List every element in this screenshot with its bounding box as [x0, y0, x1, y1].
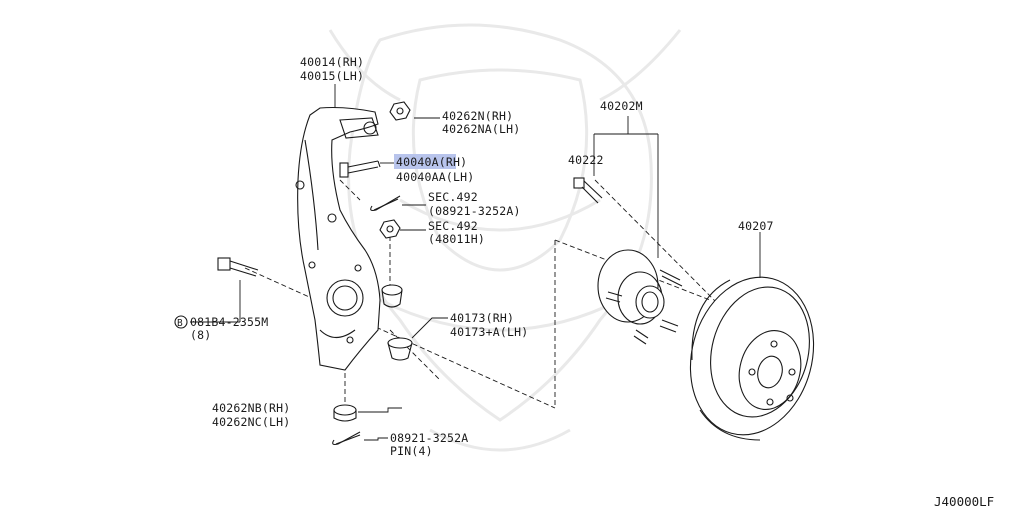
pin-08921	[332, 431, 361, 446]
circle-b-icon	[174, 315, 188, 329]
label-40262nc[interactable]: 40262NC(LH)	[212, 415, 290, 429]
label-40040aa[interactable]: 40040AA(LH)	[396, 170, 474, 184]
diagram-code: J40000LF	[934, 494, 994, 509]
label-40262n[interactable]: 40262N(RH)	[442, 109, 513, 123]
label-sec492-b-code[interactable]: (48011H)	[428, 232, 485, 246]
watermark-logo	[328, 23, 682, 452]
label-sec492-a[interactable]: SEC.492	[428, 190, 478, 204]
bolt-40040a	[339, 160, 381, 178]
label-08921[interactable]: 08921-3252A	[390, 431, 468, 445]
brake-rotor-40207	[689, 276, 815, 441]
label-sec492-b[interactable]: SEC.492	[428, 219, 478, 233]
label-40040a[interactable]: 40040A(RH)	[396, 155, 467, 169]
label-40262na[interactable]: 40262NA(LH)	[442, 122, 520, 136]
label-081b4-qty: (8)	[190, 328, 211, 342]
label-40207[interactable]: 40207	[738, 219, 774, 233]
cotter-pin-sec492	[370, 195, 401, 212]
hub-bolt-40222	[573, 177, 603, 204]
bushing-40173	[387, 337, 413, 361]
nut-40262nb	[333, 404, 357, 422]
label-40015[interactable]: 40015(LH)	[300, 69, 364, 83]
hub-assembly-40202m	[597, 249, 683, 345]
nut-40262n	[389, 101, 411, 121]
label-40014[interactable]: 40014(RH)	[300, 55, 364, 69]
bolt-081b4	[217, 257, 259, 277]
label-40222[interactable]: 40222	[568, 153, 604, 167]
label-pin: PIN(4)	[390, 444, 433, 458]
label-40262nb[interactable]: 40262NB(RH)	[212, 401, 290, 415]
label-40173[interactable]: 40173(RH)	[450, 311, 514, 325]
bushing-upper	[381, 284, 403, 308]
label-081b4[interactable]: 081B4-2355M	[190, 315, 268, 329]
label-40202m[interactable]: 40202M	[600, 99, 643, 113]
highlight-40040a	[394, 154, 456, 169]
nut-48011h	[379, 219, 401, 239]
label-sec492-a-code[interactable]: (08921-3252A)	[428, 204, 521, 218]
label-b-prefix: B	[177, 318, 183, 329]
steering-knuckle	[295, 106, 381, 371]
leader-lines	[190, 84, 761, 441]
label-40173a[interactable]: 40173+A(LH)	[450, 325, 528, 339]
